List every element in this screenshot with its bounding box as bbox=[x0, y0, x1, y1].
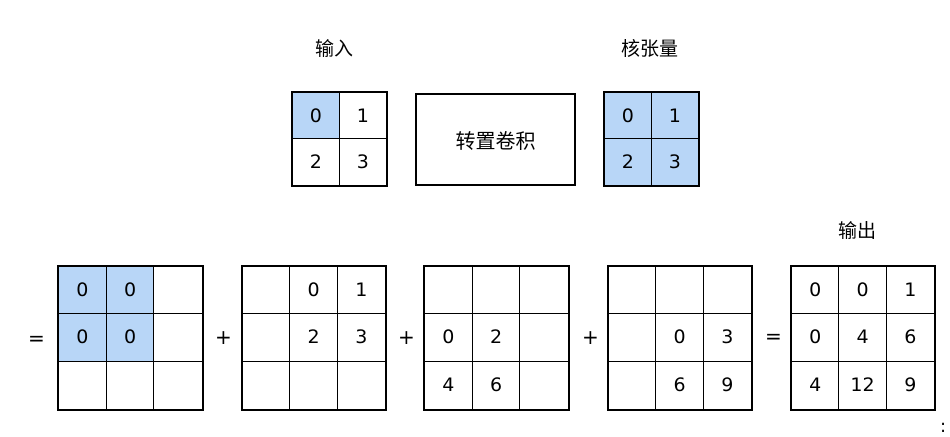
output-label: 输出 bbox=[838, 220, 877, 242]
matrix-cell: 0 bbox=[59, 314, 107, 362]
matrix-cell: 6 bbox=[473, 361, 521, 409]
matrix-cell: 2 bbox=[605, 139, 652, 185]
matrix-cell: 0 bbox=[605, 93, 652, 139]
input-label: 输入 bbox=[315, 38, 354, 60]
matrix-cell bbox=[609, 267, 657, 315]
matrix-cell bbox=[609, 361, 657, 409]
plus-sign-1: + bbox=[215, 325, 232, 349]
matrix-cell: 0 bbox=[792, 267, 840, 315]
matrix-cell: 1 bbox=[886, 267, 934, 315]
matrix-cell: 0 bbox=[106, 314, 155, 362]
matrix-cell bbox=[290, 361, 338, 409]
equals-sign-1: = bbox=[28, 326, 45, 350]
matrix-cell: 4 bbox=[839, 314, 887, 362]
matrix-cell: 1 bbox=[337, 267, 385, 315]
matrix-cell: 0 bbox=[293, 93, 340, 139]
matrix-cell bbox=[154, 362, 202, 409]
matrix-cell: 3 bbox=[337, 314, 385, 362]
transpose-conv-box: 转置卷积 bbox=[415, 93, 576, 186]
matrix-cell: 12 bbox=[839, 361, 887, 409]
matrix-cell bbox=[107, 361, 155, 409]
matrix-cell: 0 bbox=[106, 267, 155, 315]
matrix-cell bbox=[243, 361, 291, 409]
matrix-cell bbox=[243, 314, 291, 362]
matrix-cell: 9 bbox=[904, 374, 917, 397]
matrix-cell bbox=[609, 314, 657, 362]
matrix-cell: 0 bbox=[839, 267, 887, 315]
matrix-cell: 3 bbox=[703, 314, 751, 362]
matrix-cell bbox=[154, 314, 202, 362]
matrix-cell: 3 bbox=[651, 139, 698, 185]
trailing-colon: : bbox=[940, 416, 947, 437]
matrix-cell: 0 bbox=[425, 314, 473, 362]
matrix-cell: 0 bbox=[656, 314, 704, 362]
matrix-cell: 0 bbox=[792, 314, 840, 362]
matrix-cell: 2 bbox=[472, 314, 521, 362]
matrix-cell bbox=[520, 267, 568, 315]
matrix-cell: 9 bbox=[721, 374, 734, 397]
matrix-cell bbox=[154, 267, 202, 315]
matrix-cell: 6 bbox=[656, 361, 704, 409]
matrix-cell: 6 bbox=[886, 314, 934, 362]
matrix-cell: 2 bbox=[293, 139, 340, 185]
plus-sign-3: + bbox=[582, 325, 599, 349]
equals-sign-2: = bbox=[765, 324, 782, 348]
plus-sign-2: + bbox=[398, 325, 415, 349]
matrix-cell bbox=[703, 267, 751, 315]
matrix-cell: 3 bbox=[356, 151, 369, 173]
matrix-cell: 1 bbox=[651, 93, 698, 139]
matrix-cell bbox=[520, 362, 568, 409]
matrix-cell bbox=[472, 267, 521, 315]
matrix-cell bbox=[338, 362, 385, 409]
transpose-conv-label: 转置卷积 bbox=[455, 129, 536, 153]
matrix-cell bbox=[59, 361, 107, 409]
kernel-label: 核张量 bbox=[621, 38, 679, 60]
matrix-cell bbox=[656, 267, 704, 315]
matrix-cell: 4 bbox=[792, 361, 840, 409]
matrix-cell: 0 bbox=[59, 267, 107, 315]
matrix-cell bbox=[243, 267, 291, 315]
matrix-cell: 2 bbox=[290, 314, 338, 362]
matrix-cell: 0 bbox=[290, 267, 338, 315]
matrix-cell bbox=[425, 267, 473, 315]
matrix-cell: 1 bbox=[339, 93, 386, 139]
matrix-cell bbox=[520, 314, 568, 362]
matrix-cell: 4 bbox=[425, 361, 473, 409]
